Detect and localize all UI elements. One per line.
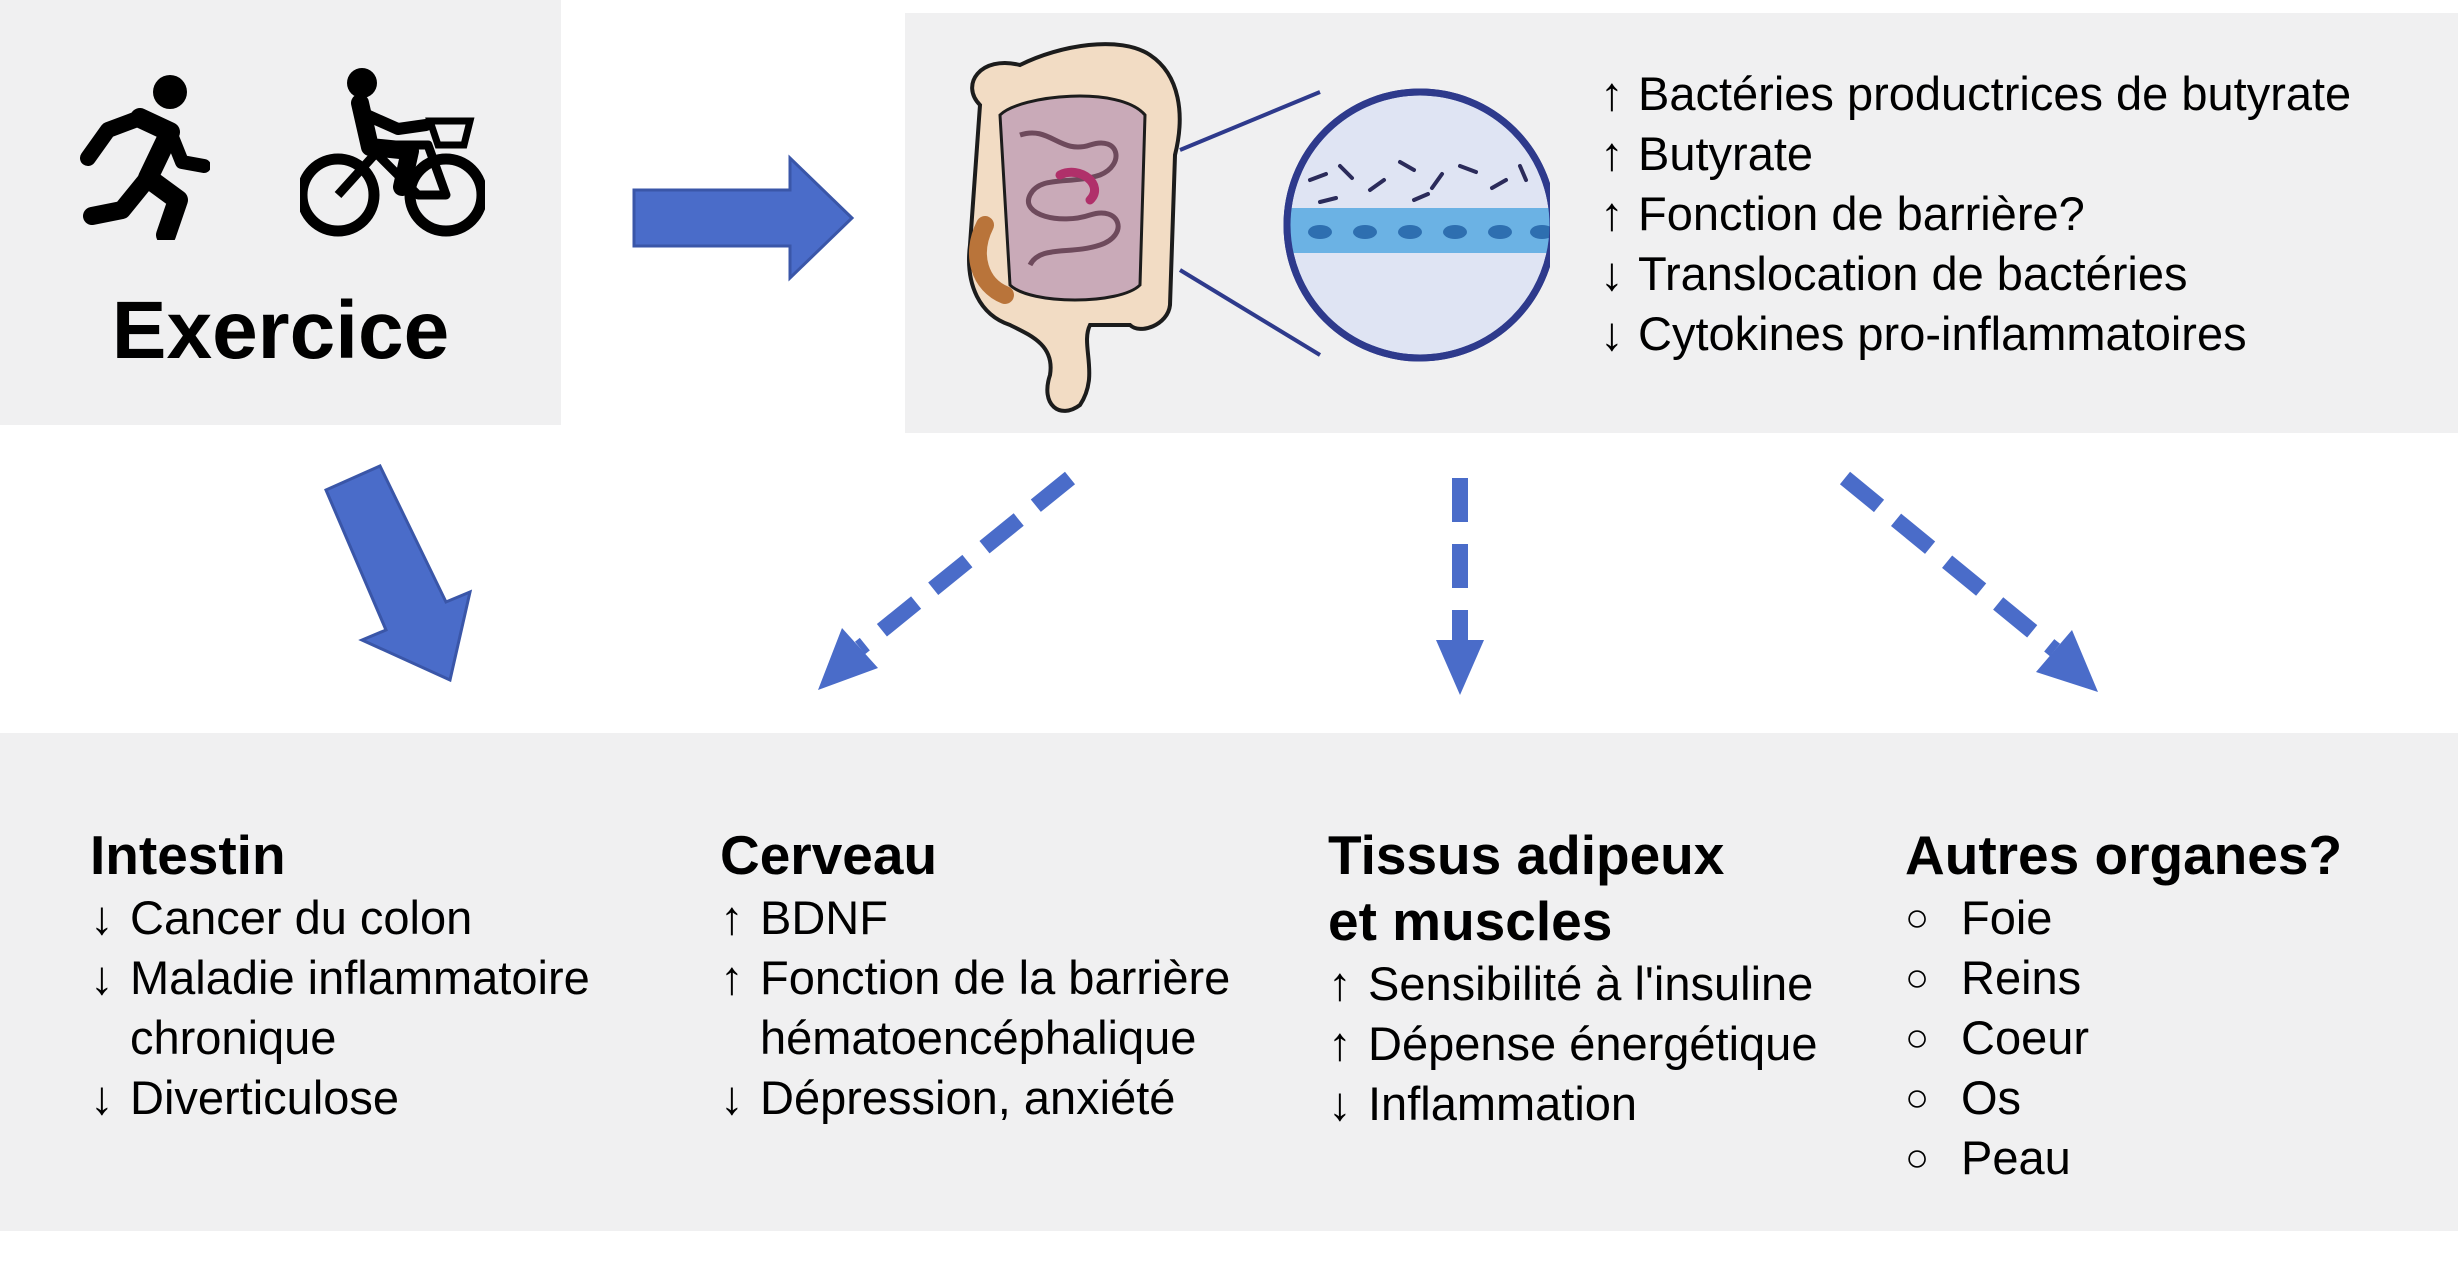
list-item: ↓Dépression, anxiété	[720, 1068, 1230, 1128]
direction-arrow: ↑	[1328, 957, 1352, 1010]
gut-to-muscle-arrow	[1436, 478, 1484, 695]
direction-arrow: ↑	[720, 891, 744, 944]
list-item: ○Reins	[1905, 948, 2342, 1008]
direction-arrow: ↑	[1600, 67, 1624, 120]
column-title: Cerveau	[720, 824, 938, 886]
direction-arrow: ↑	[1600, 187, 1624, 240]
exercise-to-gut-arrow	[632, 154, 855, 282]
direction-arrow: ↓	[720, 1071, 744, 1124]
direction-arrow: ↓	[1600, 307, 1624, 360]
exercise-to-intestine-arrow	[324, 464, 473, 683]
list-item: ↑Bactéries productrices de butyrate	[1600, 64, 2351, 124]
bullet-circle-icon: ○	[1905, 1076, 1930, 1120]
column-brain: Cerveau ↑BDNF ↑Fonction de la barrière h…	[720, 822, 1230, 1128]
list-item: ↓Cytokines pro-inflammatoires	[1600, 304, 2351, 364]
list-item: ↑Fonction de la barrière hématoencéphali…	[720, 948, 1230, 1068]
list-item: ↓Maladie inflammatoire chronique	[90, 948, 590, 1068]
direction-arrow: ↓	[1328, 1077, 1352, 1130]
list-item: ○Peau	[1905, 1128, 2342, 1188]
bullet-circle-icon: ○	[1905, 1016, 1930, 1060]
direction-arrow: ↓	[1600, 247, 1624, 300]
direction-arrow: ↓	[90, 951, 114, 1004]
bullet-circle-icon: ○	[1905, 956, 1930, 1000]
direction-arrow: ↓	[90, 891, 114, 944]
list-item: ↑Dépense énergétique	[1328, 1014, 1817, 1074]
list-item: ↓Translocation de bactéries	[1600, 244, 2351, 304]
list-item: ↓Cancer du colon	[90, 888, 590, 948]
column-intestine: Intestin ↓Cancer du colon ↓Maladie infla…	[90, 822, 590, 1128]
organ-effects-panel	[0, 733, 2458, 1231]
bullet-circle-icon: ○	[1905, 1136, 1930, 1180]
direction-arrow: ↓	[90, 1071, 114, 1124]
magnifier-lens-icon	[1178, 88, 1550, 362]
list-item: ○Coeur	[1905, 1008, 2342, 1068]
column-other-organs: Autres organes? ○Foie ○Reins ○Coeur ○Os …	[1905, 822, 2342, 1188]
direction-arrow: ↑	[720, 951, 744, 1004]
list-item: ○Os	[1905, 1068, 2342, 1128]
intestine-icon	[967, 42, 1182, 413]
list-item: ↑Sensibilité à l'insuline	[1328, 954, 1817, 1014]
column-title: Tissus adipeux et muscles	[1328, 824, 1725, 952]
runner-icon	[80, 75, 210, 240]
cyclist-icon	[300, 68, 485, 237]
list-item: ↑BDNF	[720, 888, 1230, 948]
direction-arrow: ↑	[1328, 1017, 1352, 1070]
gut-to-other-organs-arrow	[1839, 471, 2098, 692]
bullet-circle-icon: ○	[1905, 896, 1930, 940]
list-item: ○Foie	[1905, 888, 2342, 948]
list-item: ↑Butyrate	[1600, 124, 2351, 184]
list-item: ↓Inflammation	[1328, 1074, 1817, 1134]
gut-to-brain-arrow	[818, 471, 1076, 690]
column-title: Intestin	[90, 824, 286, 886]
column-title: Autres organes?	[1905, 824, 2343, 886]
direction-arrow: ↑	[1600, 127, 1624, 180]
gut-effects-list: ↑Bactéries productrices de butyrate ↑But…	[1600, 64, 2351, 364]
column-adipose-muscle: Tissus adipeux et muscles ↑Sensibilité à…	[1328, 822, 1817, 1134]
exercise-title: Exercice	[111, 285, 450, 376]
list-item: ↑Fonction de barrière?	[1600, 184, 2351, 244]
list-item: ↓Diverticulose	[90, 1068, 590, 1128]
